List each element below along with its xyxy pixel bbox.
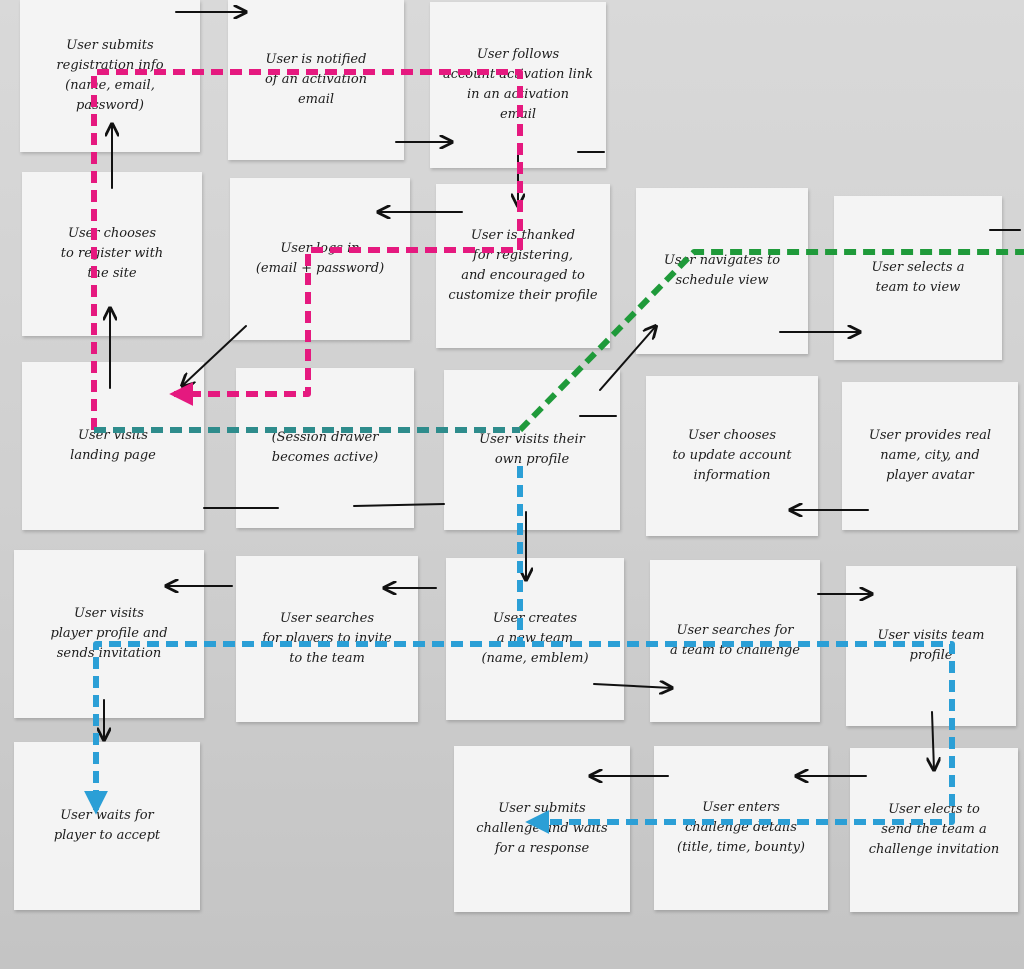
note-creates-team: User creates a new team (name, emblem)	[446, 558, 624, 720]
note-text: (Session drawer becomes active)	[271, 429, 379, 465]
note-enters-challenge-details: User enters challenge details (title, ti…	[654, 746, 828, 910]
note-text: User elects to send the team a challenge…	[868, 801, 1000, 858]
note-text: User chooses to register with the site	[60, 225, 164, 282]
note-visits-own-profile: User visits their own profile	[444, 370, 620, 530]
note-follows-activation-link: User follows account activation link in …	[430, 2, 606, 168]
note-text: User visits player profile and sends inv…	[50, 605, 168, 662]
note-text: User is notified of an activation email	[264, 51, 368, 108]
note-searches-players: User searches for players to invite to t…	[236, 556, 418, 722]
note-text: User navigates to schedule view	[663, 252, 781, 288]
note-elects-send-challenge: User elects to send the team a challenge…	[850, 748, 1018, 912]
note-visits-player-profile: User visits player profile and sends inv…	[14, 550, 204, 718]
note-provides-real-name: User provides real name, city, and playe…	[842, 382, 1018, 530]
note-text: User logs in (email + password)	[255, 240, 385, 276]
note-text: User provides real name, city, and playe…	[868, 427, 992, 484]
note-text: User is thanked for registering, and enc…	[448, 227, 598, 304]
note-session-drawer: (Session drawer becomes active)	[236, 368, 414, 528]
note-logs-in: User logs in (email + password)	[230, 178, 410, 340]
note-text: User creates a new team (name, emblem)	[481, 610, 589, 667]
note-chooses-register: User chooses to register with the site	[22, 172, 202, 336]
note-waits-player-accept: User waits for player to accept	[14, 742, 200, 910]
note-text: User waits for player to accept	[53, 807, 161, 843]
note-searches-team-challenge: User searches for a team to challenge	[650, 560, 820, 722]
note-text: User follows account activation link in …	[442, 46, 594, 123]
note-text: User visits landing page	[70, 427, 156, 463]
note-visits-landing: User visits landing page	[22, 362, 204, 530]
note-text: User visits their own profile	[479, 431, 585, 467]
note-text: User submits registration info (name, em…	[56, 37, 164, 114]
note-text: User enters challenge details (title, ti…	[677, 799, 805, 856]
note-text: User submits challenge and waits for a r…	[476, 800, 608, 857]
note-text: User selects a team to view	[871, 259, 965, 295]
note-visits-team-profile: User visits team profile	[846, 566, 1016, 726]
note-submit-registration: User submits registration info (name, em…	[20, 0, 200, 152]
note-text: User chooses to update account informati…	[672, 427, 792, 484]
note-text: User searches for a team to challenge	[670, 622, 800, 658]
note-update-account: User chooses to update account informati…	[646, 376, 818, 536]
note-selects-team: User selects a team to view	[834, 196, 1002, 360]
note-thanked-registering: User is thanked for registering, and enc…	[436, 184, 610, 348]
note-navigates-schedule: User navigates to schedule view	[636, 188, 808, 354]
note-submits-challenge: User submits challenge and waits for a r…	[454, 746, 630, 912]
note-notified-activation: User is notified of an activation email	[228, 0, 404, 160]
note-text: User searches for players to invite to t…	[262, 610, 392, 667]
note-text: User visits team profile	[877, 627, 985, 663]
